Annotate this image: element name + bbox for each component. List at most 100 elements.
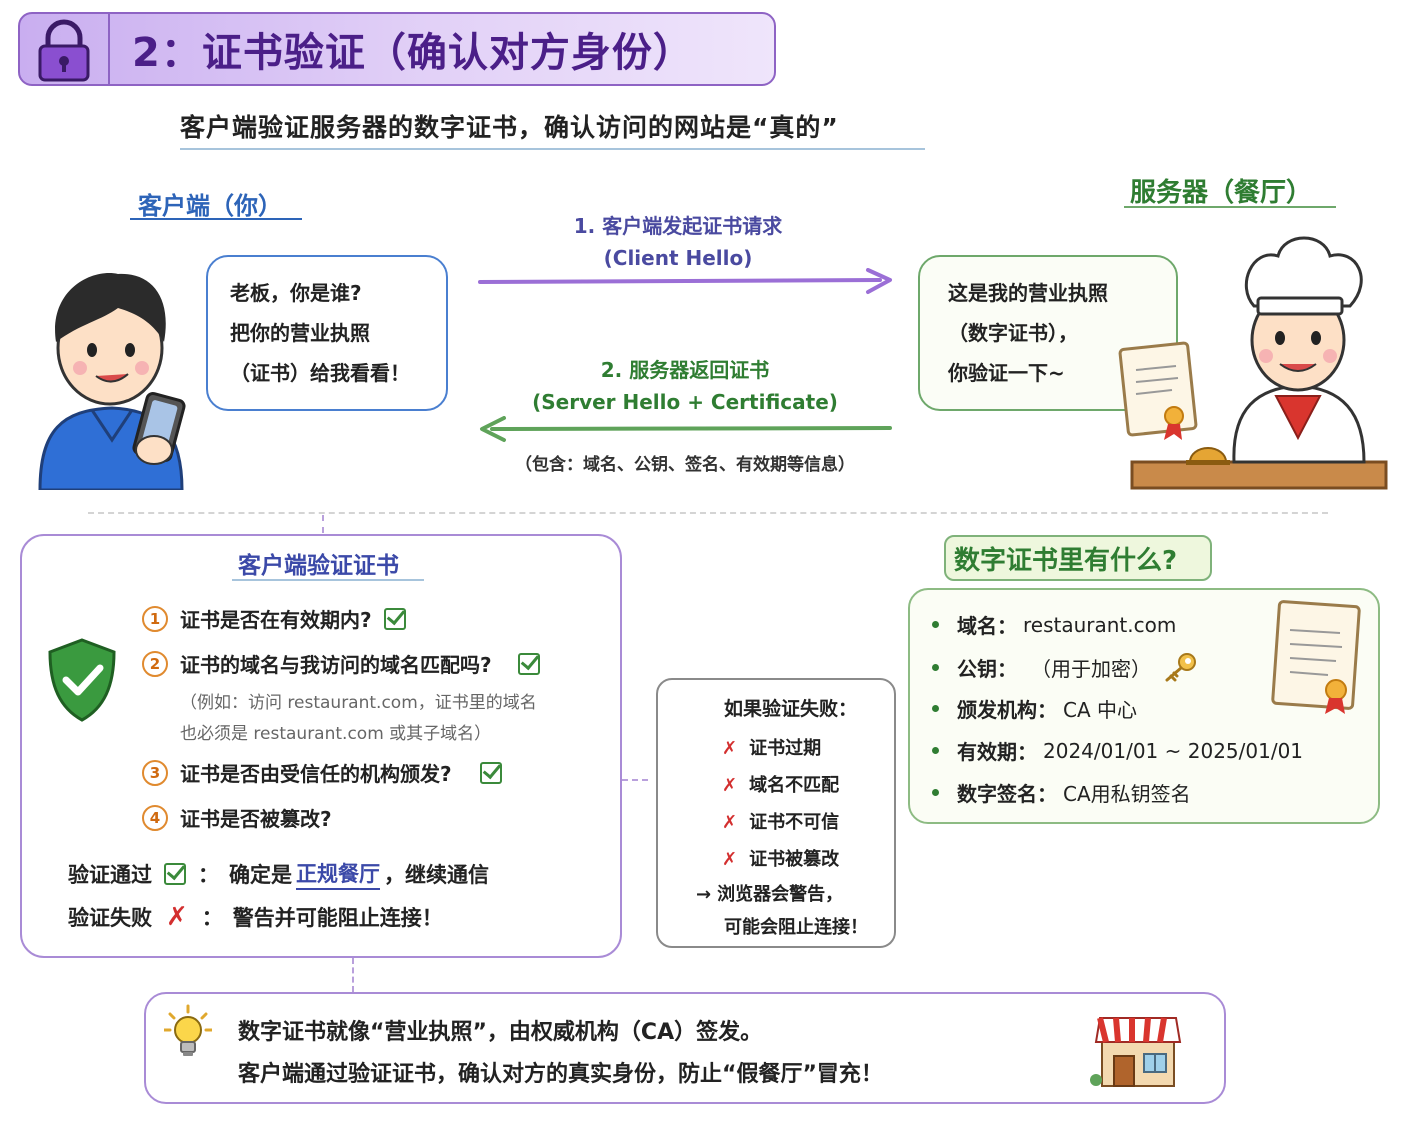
checkbox-ticked-icon [479,761,502,784]
client-bubble-line-2: 把你的营业执照 [230,321,370,345]
result-pass-row: 验证通过 ： 确定是 正规餐厅 ，继续通信 [68,858,489,890]
lock-icon [38,19,90,82]
result-fail-row: 验证失败 ✗ ： 警告并可能阻止连接！ [68,902,443,932]
arrow-right-icon: → [696,884,712,905]
check-text-3: 证书是否由受信任的机构颁发? [180,762,452,786]
shield-check-icon [48,638,116,722]
client-label: 客户端（你） [138,192,282,220]
client-bubble-line-1: 老板，你是谁? [230,281,362,305]
cross-icon: ✗ [722,849,738,870]
result-pass-text-b: ，继续通信 [384,863,489,887]
response-arrow [480,416,892,442]
check-text-1: 证书是否在有效期内? [180,608,372,632]
certificate-field-validity: 有效期： 2024/01/01 ~ 2025/01/01 [932,736,1303,765]
page-title: 2：证书验证（确认对方身份） [132,30,694,76]
certificate-contents-title: 数字证书里有什么? [954,546,1178,576]
check-item-1: 1 证书是否在有效期内? [142,604,406,633]
bullet-dot [932,747,939,754]
check-item-3: 3 证书是否由受信任的机构颁发? [142,758,502,787]
response-arrow-label: 2. 服务器返回证书 (Server Hello + Certificate) [480,354,890,418]
summary-panel [144,992,1226,1104]
request-label-line-1: 1. 客户端发起证书请求 [573,214,783,238]
certificate-field-key: 数字签名： [957,782,1057,806]
result-pass-text-a: 确定是 [229,863,292,887]
bullet-dot [932,621,939,628]
check-number-4: 4 [142,804,168,831]
certificate-document-icon [1271,600,1361,714]
check-note-line-2: 也必须是 restaurant.com 或其子域名） [180,724,492,744]
connector-dash [622,779,648,781]
failure-item-text: 证书过期 [749,738,822,759]
response-label-line-1: 2. 服务器返回证书 [600,358,770,382]
server-bubble-line-1: 这是我的营业执照 [948,281,1108,305]
bullet-dot [932,663,939,671]
checkbox-ticked-icon [383,607,406,630]
title-banner [18,12,776,86]
failure-box-title: 如果验证失败： [724,698,858,720]
failure-item-2: ✗ 域名不匹配 [722,771,839,797]
certificate-field-key: 有效期： [957,740,1037,764]
check-item-2: 2 证书的域名与我访问的域名匹配吗? [142,649,540,678]
connector-dash [322,515,324,533]
key-icon [1165,653,1196,682]
page-subtitle: 客户端验证服务器的数字证书，确认访问的网站是“真的” [180,113,839,142]
verify-panel-title: 客户端验证证书 [238,553,399,579]
server-bubble-line-3: 你验证一下~ [948,361,1065,385]
cross-icon: ✗ [722,812,738,833]
verification-failure-box [656,678,896,948]
certificate-document-icon [1118,341,1198,440]
checkbox-ticked-icon [164,863,186,885]
cross-icon: ✗ [722,775,738,796]
certificate-field-value: CA 中心 [1063,698,1138,722]
server-label-underline [1124,206,1336,208]
result-pass-colon: ： [198,863,219,887]
result-pass-label: 验证通过 [68,863,152,887]
section-divider [88,512,1328,514]
result-fail-label: 验证失败 [68,906,152,930]
certificate-field-value: CA用私钥签名 [1063,782,1191,806]
server-bubble-line-2: （数字证书）， [948,321,1078,345]
certificate-field-value: restaurant.com [1023,612,1177,637]
certificate-field-key: 公钥： [957,656,1017,681]
check-number-3: 3 [142,759,168,786]
certificate-field-public-key: 公钥： （用于加密） [932,652,1197,682]
failure-result-text: 浏览器会警告， [717,884,844,905]
client-boy-illustration [38,273,186,490]
client-bubble-line-3: （证书）给我看看！ [230,361,410,385]
failure-item-1: ✗证书过期 [722,734,821,760]
certificate-title-box [944,535,1212,581]
server-speech-bubble: 这是我的营业执照 （数字证书）， 你验证一下~ [918,255,1178,411]
check-text-4: 证书是否被篡改? [180,807,332,831]
client-speech-bubble: 老板，你是谁? 把你的营业执照 （证书）给我看看！ [206,255,448,411]
certificate-field-key: 颁发机构： [957,698,1057,722]
failure-item-3: ✗ 证书不可信 [722,808,839,834]
summary-line-1: 数字证书就像“营业执照”，由权威机构（CA）签发。 [238,1020,763,1045]
cross-icon: ✗ [166,902,188,932]
failure-item-text: 证书被篡改 [749,849,840,870]
failure-result-line-1: →浏览器会警告， [696,880,843,906]
connector-dash [352,958,354,992]
lock-icon-box [18,12,110,86]
failure-result-line-2: 可能会阻止连接！ [724,917,868,938]
certificate-field-value: （用于加密） [1031,656,1151,681]
certificate-field-value: 2024/01/01 ~ 2025/01/01 [1043,738,1304,763]
check-text-2: 证书的域名与我访问的域名匹配吗? [180,653,492,677]
result-fail-colon: ： [201,906,223,930]
check-number-1: 1 [142,605,168,632]
bullet-dot [932,789,939,796]
request-arrow [478,268,892,294]
checkbox-ticked-icon [517,652,540,675]
failure-item-text: 域名不匹配 [749,775,840,796]
verify-title-underline [232,579,424,581]
certificate-field-signature: 数字签名： CA用私钥签名 [932,778,1191,807]
server-label: 服务器（餐厅） [1130,178,1313,208]
failure-item-text: 证书不可信 [749,812,840,833]
response-arrow-note: （包含：域名、公钥、签名、有效期等信息） [515,455,855,475]
check-item-4: 4 证书是否被篡改? [142,803,332,832]
verify-certificate-panel [20,534,622,958]
check-number-2: 2 [142,650,168,677]
request-arrow-label: 1. 客户端发起证书请求 (Client Hello) [480,210,876,274]
response-label-line-2: (Server Hello + Certificate) [532,390,838,414]
summary-line-2: 客户端通过验证证书，确认对方的真实身份，防止“假餐厅”冒充！ [238,1062,883,1087]
request-label-line-2: (Client Hello) [603,246,753,270]
